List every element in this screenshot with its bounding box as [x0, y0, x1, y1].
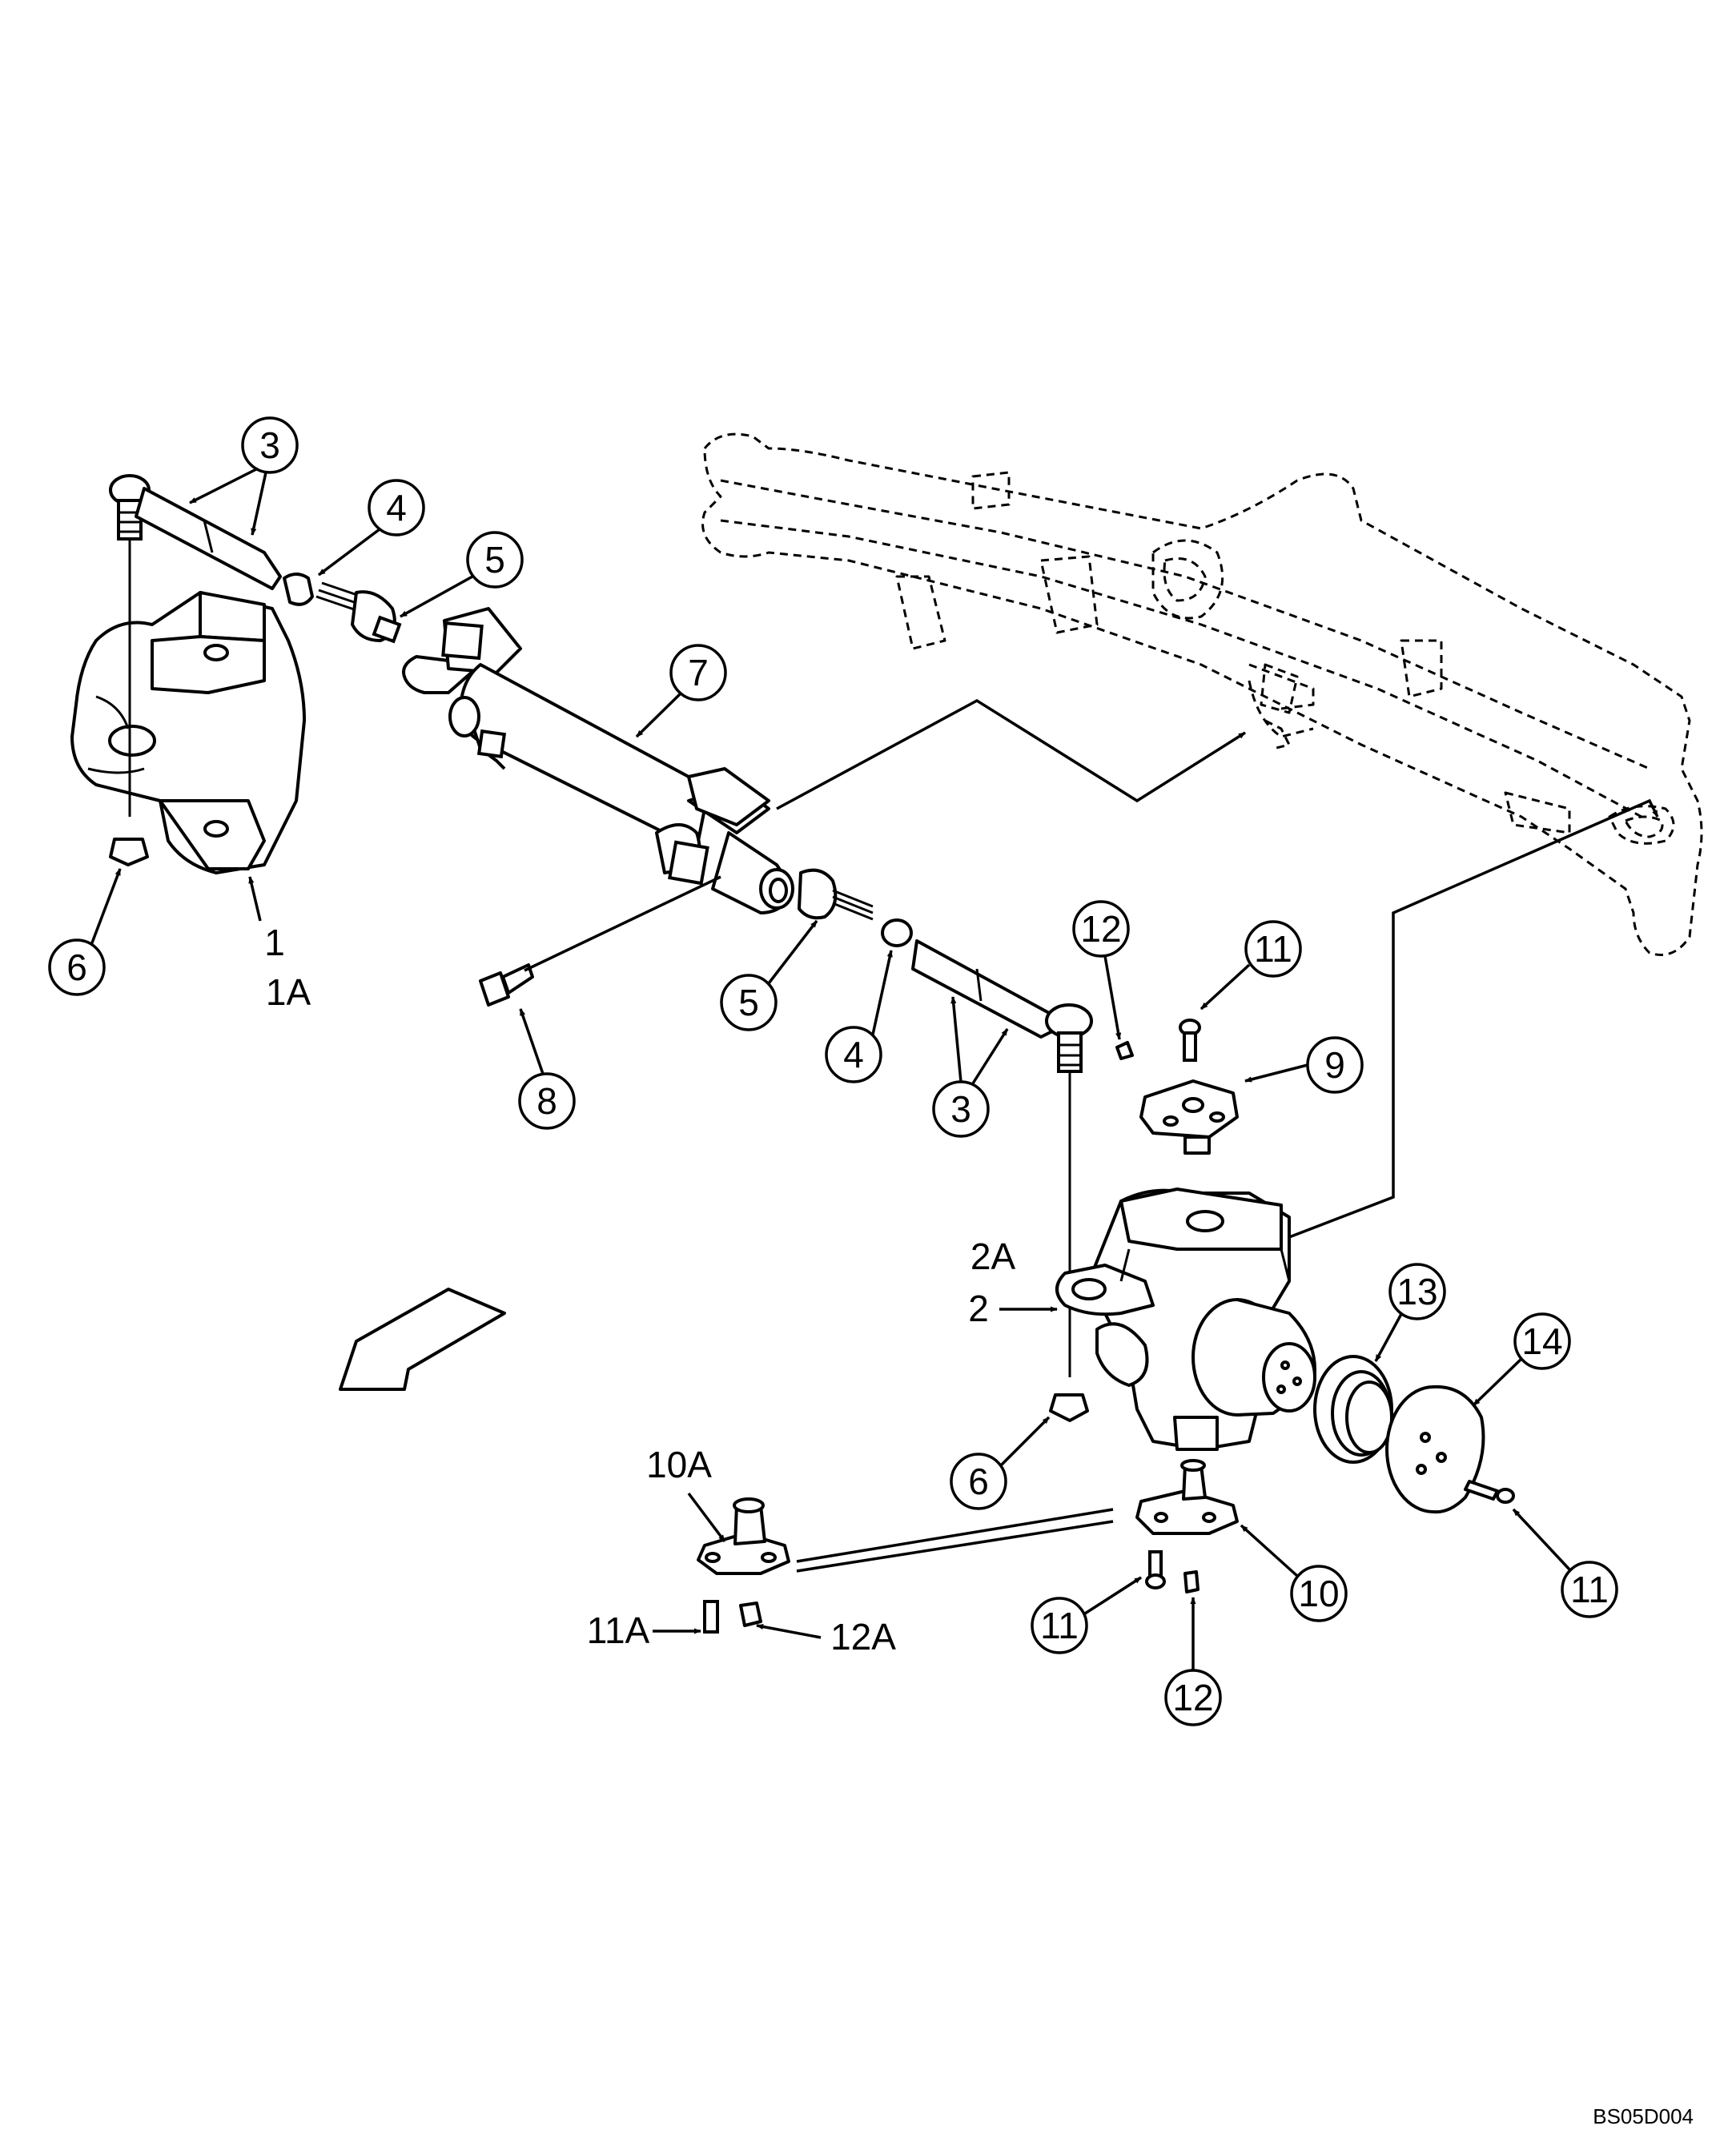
bolt-cap	[1464, 1480, 1515, 1504]
label-10a: 10A	[646, 1444, 712, 1485]
callout-12-lower-label: 12	[1172, 1677, 1213, 1718]
seal-13	[1313, 1355, 1393, 1464]
bolt-upper	[1179, 1019, 1201, 1062]
callout-6-right-label: 6	[968, 1461, 989, 1502]
callout-10	[1290, 1565, 1348, 1622]
label-1a: 1A	[266, 971, 311, 1013]
callout-4-upper	[368, 479, 425, 536]
callout-5-upper-label: 5	[484, 539, 505, 581]
callout-11-upper-label: 11	[1254, 928, 1292, 970]
hub-cap-14	[1385, 1384, 1485, 1514]
callout-4-lower-label: 4	[843, 1034, 864, 1075]
grease-fitting-upper	[1115, 1041, 1134, 1060]
callout-4-lower	[825, 1026, 882, 1083]
direction-arrow	[339, 1288, 506, 1391]
label-1: 1	[264, 922, 285, 963]
steering-knuckle-left	[70, 591, 306, 874]
callout-6-left-label: 6	[66, 946, 87, 988]
callout-11-lower-label: 11	[1040, 1605, 1079, 1646]
kingpin-cap-9	[1139, 1079, 1239, 1155]
figure-id: BS05D004	[1593, 2104, 1694, 2128]
tie-rod-end-left	[109, 474, 314, 866]
tie-rod-right	[911, 939, 1093, 1377]
callout-11-upper	[1244, 920, 1302, 978]
label-11a: 11A	[587, 1610, 650, 1651]
callout-11-right	[1561, 1561, 1618, 1618]
callout-7-label: 7	[688, 652, 709, 693]
callout-5-lower	[720, 974, 778, 1031]
callout-13	[1388, 1263, 1446, 1320]
callout-9-label: 9	[1324, 1044, 1345, 1086]
callout-14-label: 14	[1521, 1320, 1562, 1362]
label-2: 2	[968, 1288, 989, 1329]
bolt-lower	[1145, 1550, 1166, 1589]
kingpin-cap-10a	[697, 1497, 790, 1634]
tie-rod-stud-left	[315, 581, 402, 644]
callout-13-label: 13	[1396, 1271, 1437, 1312]
callout-3-upper-label: 3	[259, 424, 280, 466]
washer-right	[881, 918, 913, 947]
callout-14	[1513, 1312, 1571, 1370]
callout-12-upper-label: 12	[1080, 908, 1121, 950]
callout-4-upper-label: 4	[386, 487, 407, 528]
callout-5-upper	[466, 531, 524, 589]
callout-6-right	[950, 1453, 1007, 1510]
callout-3-upper	[241, 416, 299, 474]
reference-lines	[776, 698, 1659, 1573]
callout-8	[518, 1072, 576, 1130]
label-2a: 2A	[970, 1236, 1016, 1277]
callout-12-upper	[1072, 900, 1130, 958]
axle-beam-phantom	[701, 432, 1703, 956]
tie-rod-stud-right	[798, 868, 874, 921]
steering-cylinder	[402, 607, 794, 914]
callout-11-lower	[1031, 1597, 1088, 1654]
callout-11-right-label: 11	[1570, 1569, 1609, 1610]
nut-right	[1049, 1393, 1089, 1422]
callout-7	[669, 644, 727, 701]
callout-6-left	[48, 938, 106, 996]
callout-3-lower-label: 3	[950, 1088, 971, 1130]
label-12a: 12A	[830, 1616, 896, 1658]
bolt-8	[479, 875, 721, 1007]
callout-10-label: 10	[1298, 1573, 1339, 1614]
steering-knuckle-right	[1055, 1188, 1316, 1451]
callout-8-label: 8	[536, 1080, 557, 1122]
grease-fitting-lower	[1183, 1570, 1200, 1593]
kingpin-cap-10	[1135, 1459, 1239, 1535]
callout-5-lower-label: 5	[738, 982, 759, 1023]
